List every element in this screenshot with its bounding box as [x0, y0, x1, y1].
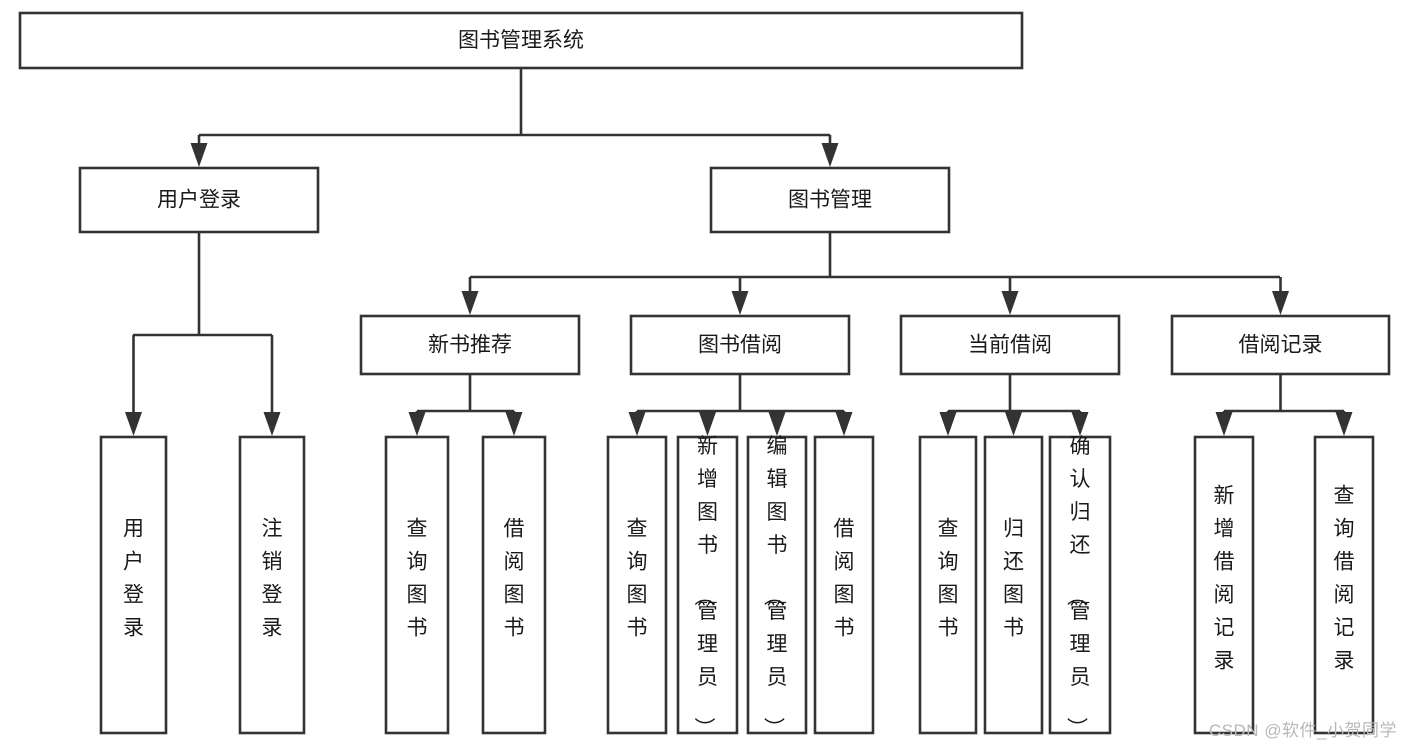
node-current-confirm[interactable]: 确认归还（管理员） [1048, 435, 1112, 738]
node-box-newbook-query[interactable] [384, 435, 450, 735]
arrow-head-icon [768, 412, 786, 436]
node-box-login-logout[interactable] [238, 435, 306, 735]
arrow-head-icon [835, 412, 853, 436]
node-box-login-user[interactable] [99, 435, 168, 735]
arrow-head-icon [1071, 412, 1089, 436]
node-label-records-add: 新增借阅记录 [1214, 485, 1235, 673]
node-label-bookmgmt: 图书管理 [788, 189, 872, 212]
node-box-records[interactable] [1170, 314, 1391, 376]
connector-group-records [1215, 374, 1353, 436]
arrow-head-icon [125, 412, 142, 436]
node-label-login-user: 用户登录 [123, 518, 144, 640]
node-box-borrow[interactable] [629, 314, 851, 376]
node-box-borrow-add[interactable] [676, 435, 739, 735]
node-label-records: 借阅记录 [1239, 334, 1323, 357]
arrow-head-icon [461, 291, 479, 315]
node-label-borrow-lend: 借阅图书 [834, 518, 855, 640]
node-label-login-logout: 注销登录 [262, 518, 283, 640]
node-borrow-query[interactable]: 查询图书 [606, 435, 668, 735]
arrow-head-icon [1005, 412, 1022, 436]
connector-group-bookmgmt [461, 232, 1289, 315]
node-label-current: 当前借阅 [968, 334, 1052, 357]
node-label-login: 用户登录 [157, 189, 241, 212]
node-current[interactable]: 当前借阅 [899, 314, 1121, 376]
node-label-borrow-edit: 编辑图书（管理员） [762, 435, 788, 738]
node-box-root[interactable] [18, 11, 1024, 70]
node-box-bookmgmt[interactable] [709, 166, 951, 234]
node-bookmgmt[interactable]: 图书管理 [709, 166, 951, 234]
node-borrow[interactable]: 图书借阅 [629, 314, 851, 376]
node-borrow-add[interactable]: 新增图书（管理员） [676, 435, 739, 738]
node-label-borrow-add: 新增图书（管理员） [692, 435, 718, 738]
node-borrow-lend[interactable]: 借阅图书 [813, 435, 875, 735]
node-current-return[interactable]: 归还图书 [983, 435, 1044, 735]
arrow-head-icon [628, 412, 646, 436]
node-label-borrow-query: 查询图书 [627, 518, 648, 640]
arrow-head-icon [1001, 291, 1019, 315]
arrow-head-icon [821, 143, 839, 167]
connector-group-newbook [408, 374, 523, 436]
node-box-newbook[interactable] [359, 314, 581, 376]
node-login[interactable]: 用户登录 [78, 166, 320, 234]
connector-group-login [125, 232, 281, 436]
node-borrow-edit[interactable]: 编辑图书（管理员） [746, 435, 808, 738]
node-newbook[interactable]: 新书推荐 [359, 314, 581, 376]
node-newbook-borrow[interactable]: 借阅图书 [481, 435, 547, 735]
node-box-borrow-query[interactable] [606, 435, 668, 735]
arrow-head-icon [190, 143, 208, 167]
arrow-head-icon [731, 291, 749, 315]
node-records-add[interactable]: 新增借阅记录 [1193, 435, 1255, 735]
node-label-records-query: 查询借阅记录 [1334, 485, 1355, 673]
arrow-head-icon [408, 412, 426, 436]
node-layer: 图书管理系统用户登录图书管理用户登录注销登录新书推荐图书借阅当前借阅借阅记录查询… [18, 11, 1391, 738]
node-root[interactable]: 图书管理系统 [18, 11, 1024, 70]
node-label-newbook-query: 查询图书 [407, 518, 428, 640]
node-label-current-return: 归还图书 [1003, 518, 1024, 640]
connector-group-borrow [628, 374, 853, 436]
arrow-head-icon [1215, 412, 1233, 436]
node-records-query[interactable]: 查询借阅记录 [1313, 435, 1375, 735]
node-login-user[interactable]: 用户登录 [99, 435, 168, 735]
arrow-head-icon [263, 412, 281, 436]
node-box-borrow-lend[interactable] [813, 435, 875, 735]
node-current-query[interactable]: 查询图书 [918, 435, 978, 735]
connector-group-current [939, 374, 1089, 436]
node-label-current-confirm: 确认归还（管理员） [1065, 435, 1091, 738]
node-label-newbook-borrow: 借阅图书 [504, 518, 525, 640]
node-box-login[interactable] [78, 166, 320, 234]
node-box-records-add[interactable] [1193, 435, 1255, 735]
arrow-head-icon [699, 412, 716, 436]
node-login-logout[interactable]: 注销登录 [238, 435, 306, 735]
node-box-current-return[interactable] [983, 435, 1044, 735]
node-box-records-query[interactable] [1313, 435, 1375, 735]
arrow-head-icon [505, 412, 523, 436]
node-label-newbook: 新书推荐 [428, 334, 512, 357]
node-box-current-query[interactable] [918, 435, 978, 735]
arrow-head-icon [939, 412, 957, 436]
node-label-borrow: 图书借阅 [698, 334, 782, 357]
node-box-current[interactable] [899, 314, 1121, 376]
node-box-current-confirm[interactable] [1048, 435, 1112, 735]
node-box-borrow-edit[interactable] [746, 435, 808, 735]
arrow-head-icon [1335, 412, 1353, 436]
node-records[interactable]: 借阅记录 [1170, 314, 1391, 376]
node-newbook-query[interactable]: 查询图书 [384, 435, 450, 735]
connector-layer [125, 68, 1353, 436]
node-label-root: 图书管理系统 [458, 29, 584, 52]
node-label-current-query: 查询图书 [938, 518, 959, 640]
node-box-newbook-borrow[interactable] [481, 435, 547, 735]
arrow-head-icon [1272, 291, 1289, 315]
connector-group-root [190, 68, 839, 167]
